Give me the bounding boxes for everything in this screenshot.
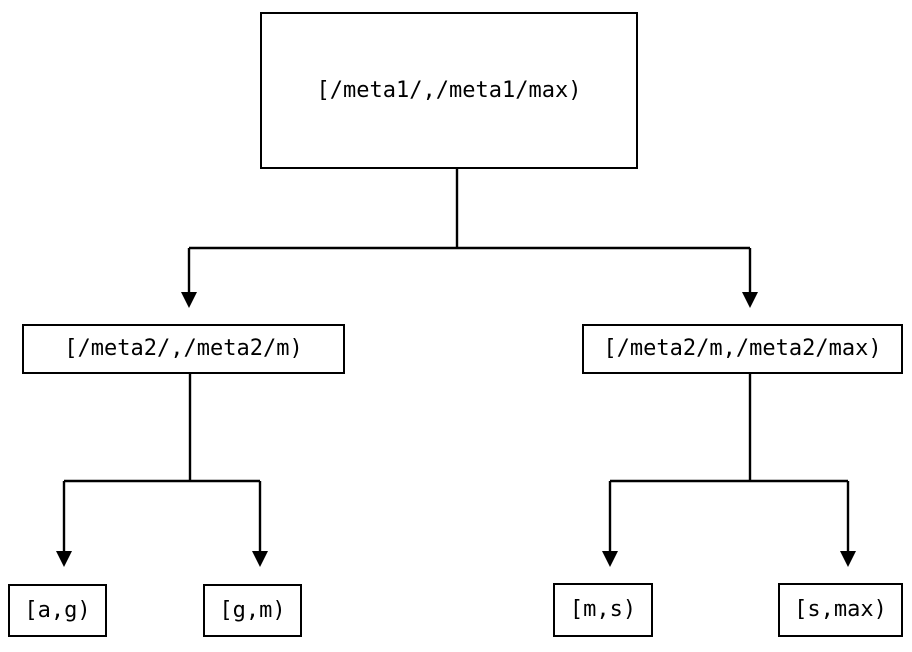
edge-left-node-to-leaves <box>56 374 268 567</box>
arrowhead-icon <box>252 551 268 567</box>
edge-right-node-to-leaves <box>602 374 856 567</box>
arrowhead-icon <box>56 551 72 567</box>
arrowhead-icon <box>840 551 856 567</box>
tree-node-leaf-3: [m,s) <box>553 583 653 637</box>
edge-root-to-children <box>181 169 758 308</box>
tree-node-leaf-4: [s,max) <box>778 583 903 637</box>
arrowhead-icon <box>742 292 758 308</box>
tree-node-leaf-2: [g,m) <box>203 584 302 637</box>
arrowhead-icon <box>602 551 618 567</box>
tree-node-leaf-1: [a,g) <box>8 584 107 637</box>
arrowhead-icon <box>181 292 197 308</box>
tree-node-root: [/meta1/,/meta1/max) <box>260 12 638 169</box>
tree-node-level2-left: [/meta2/,/meta2/m) <box>22 324 345 374</box>
tree-node-level2-right: [/meta2/m,/meta2/max) <box>582 324 903 374</box>
